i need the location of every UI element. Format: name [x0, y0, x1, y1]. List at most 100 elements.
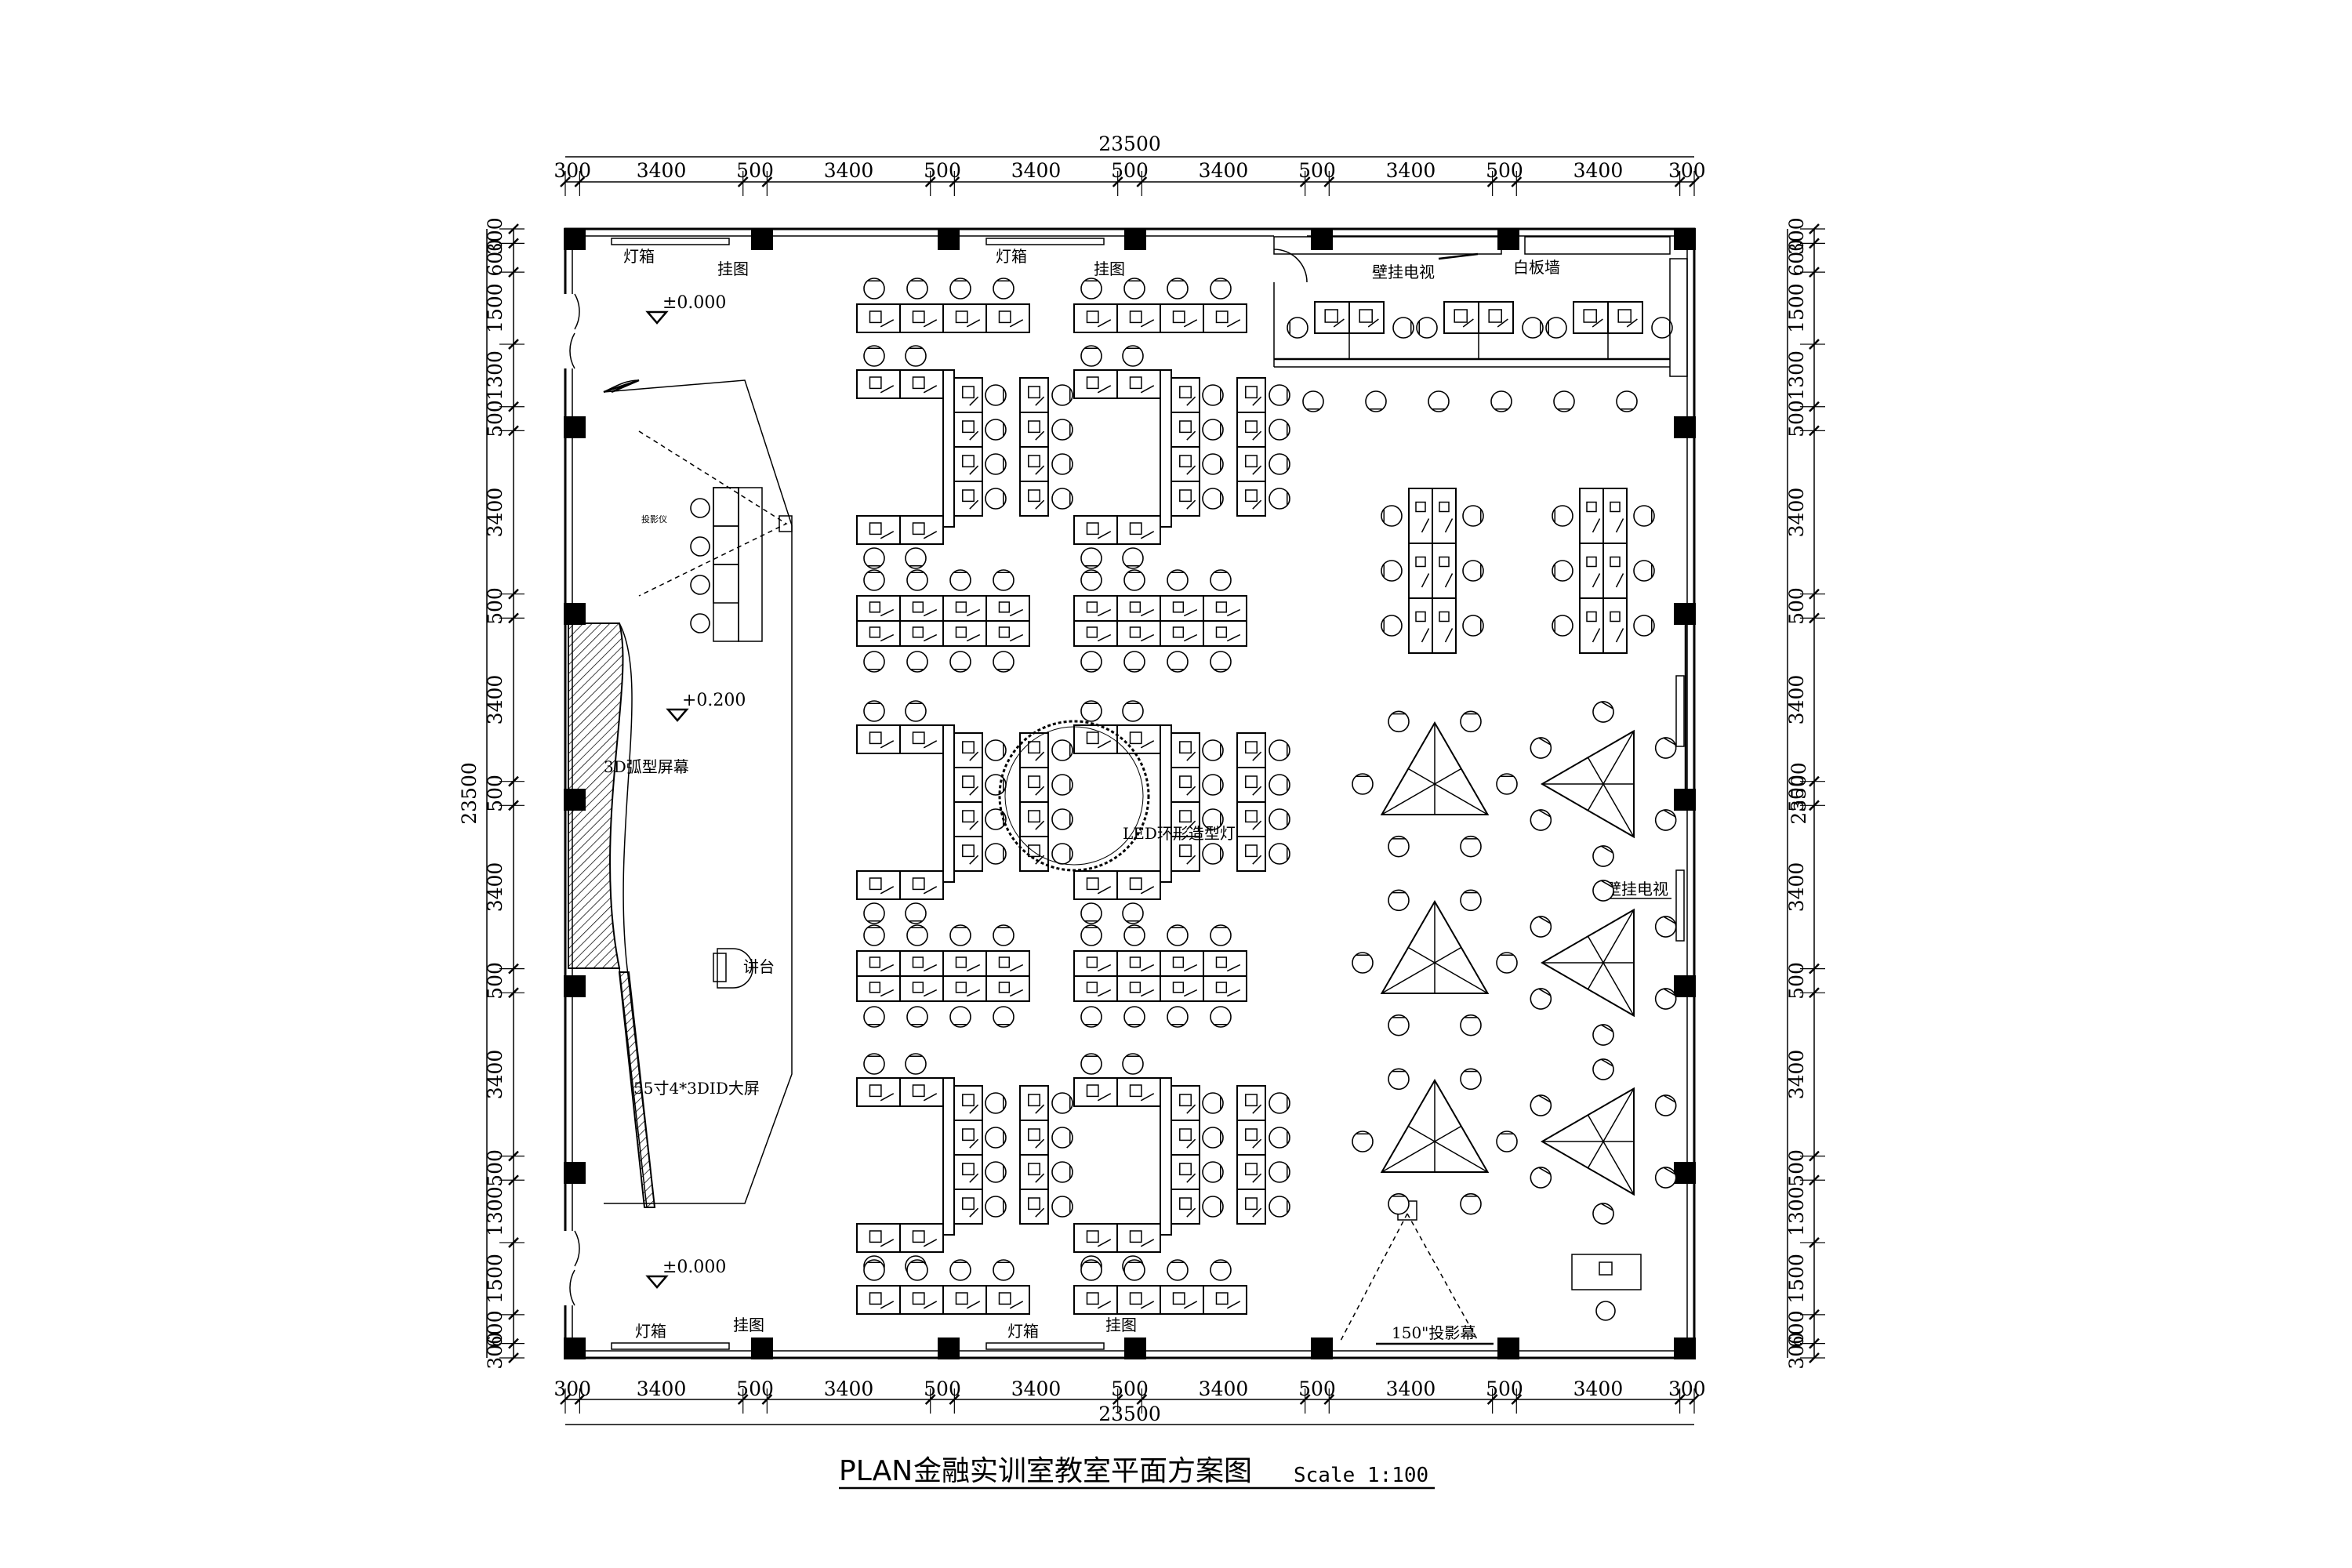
dim-segment-top: 300	[1668, 159, 1706, 182]
column	[564, 1338, 586, 1359]
desk	[1160, 950, 1204, 977]
chair	[1381, 505, 1403, 527]
dim-segment-top: 3400	[637, 159, 687, 182]
chair	[1202, 1196, 1224, 1218]
desk	[1432, 597, 1457, 654]
desk	[1019, 801, 1049, 837]
chair	[1051, 488, 1073, 510]
double-desk-row	[1073, 924, 1247, 1028]
chair	[1080, 1259, 1102, 1281]
level-mark-top: ±0.000	[662, 293, 726, 313]
chair	[1302, 390, 1324, 412]
desk	[1171, 1120, 1200, 1156]
chair	[1490, 390, 1512, 412]
chair	[1051, 774, 1073, 796]
desk	[1116, 620, 1161, 647]
chair	[1388, 710, 1410, 733]
chair	[1202, 453, 1224, 475]
desk	[985, 1285, 1030, 1315]
chair	[993, 1006, 1014, 1028]
chair	[1269, 774, 1290, 796]
chair	[1167, 1006, 1189, 1028]
dim-segment-left: 300	[484, 1332, 506, 1370]
desk	[1171, 836, 1200, 872]
chair	[1051, 1127, 1073, 1149]
chair	[1633, 615, 1655, 637]
desk	[856, 870, 901, 900]
desk	[1236, 1120, 1266, 1156]
chair	[985, 384, 1007, 406]
chair	[1051, 1092, 1073, 1114]
chair	[1051, 419, 1073, 441]
chair	[1462, 505, 1484, 527]
dim-segment-right: 500	[1785, 587, 1808, 625]
chair	[1202, 774, 1224, 796]
desk	[985, 975, 1030, 1002]
desk	[953, 1189, 983, 1225]
desk	[942, 595, 987, 622]
lightbox-bottom-1: 灯箱	[635, 1322, 666, 1341]
dim-segment-top: 3400	[824, 159, 874, 182]
desk	[1171, 481, 1200, 517]
dim-segment-top: 300	[554, 159, 591, 182]
dim-segment-bottom: 3400	[1573, 1377, 1624, 1400]
u-desk-cluster	[856, 700, 1073, 924]
chair	[949, 569, 971, 591]
lightbox-top-2: 灯箱	[996, 247, 1027, 266]
column	[1674, 1162, 1696, 1184]
chair	[1352, 1131, 1374, 1152]
desk	[899, 870, 944, 900]
chair	[985, 419, 1007, 441]
desk	[1203, 303, 1247, 333]
group-triangle-table	[1530, 1058, 1677, 1225]
chair	[1381, 615, 1403, 637]
group-triangle-table	[1352, 710, 1518, 858]
chair	[1202, 419, 1224, 441]
desk	[899, 303, 944, 333]
dim-segment-right: 300	[1785, 217, 1808, 255]
chair	[993, 924, 1014, 946]
dim-segment-bottom: 500	[1298, 1377, 1336, 1400]
chair	[1051, 453, 1073, 475]
desk	[1019, 1154, 1049, 1190]
desk	[1348, 301, 1385, 334]
group-triangle-table	[1530, 701, 1677, 867]
stage-area: ±0.000 +0.200 ±0.000 3D弧型屏幕 讲台 55寸4*3DID…	[568, 293, 793, 1289]
desk	[1236, 1154, 1266, 1190]
desk	[1116, 595, 1161, 622]
desk	[1236, 1085, 1266, 1121]
chair	[1202, 1161, 1224, 1183]
desk	[1160, 975, 1204, 1002]
desk	[1116, 1223, 1161, 1253]
desk	[1203, 1285, 1247, 1315]
desk-row-block	[1073, 278, 1247, 333]
desk	[899, 595, 944, 622]
chair	[1122, 1053, 1144, 1075]
desk	[1579, 543, 1604, 599]
u-desk-cluster	[856, 1053, 1073, 1277]
chair	[1530, 988, 1552, 1010]
desk	[1073, 303, 1118, 333]
chair	[1388, 835, 1410, 858]
chair	[863, 902, 885, 924]
column	[1124, 228, 1146, 250]
chair	[906, 278, 928, 299]
column	[938, 228, 960, 250]
dim-segment-top: 500	[736, 159, 774, 182]
chair	[905, 345, 927, 367]
desk	[1116, 1077, 1161, 1107]
dim-segment-top: 3400	[1011, 159, 1062, 182]
hanging-pic-top-2: 挂图	[1094, 260, 1125, 278]
chair	[1202, 1127, 1224, 1149]
u-desk-cluster	[856, 345, 1073, 569]
chair	[949, 651, 971, 673]
chair	[1388, 1192, 1410, 1215]
chair	[1123, 569, 1145, 591]
desk	[1408, 488, 1433, 544]
chair	[1460, 710, 1482, 733]
chair	[1592, 845, 1614, 867]
desk	[1171, 446, 1200, 482]
desk-row-block	[856, 1259, 1030, 1315]
